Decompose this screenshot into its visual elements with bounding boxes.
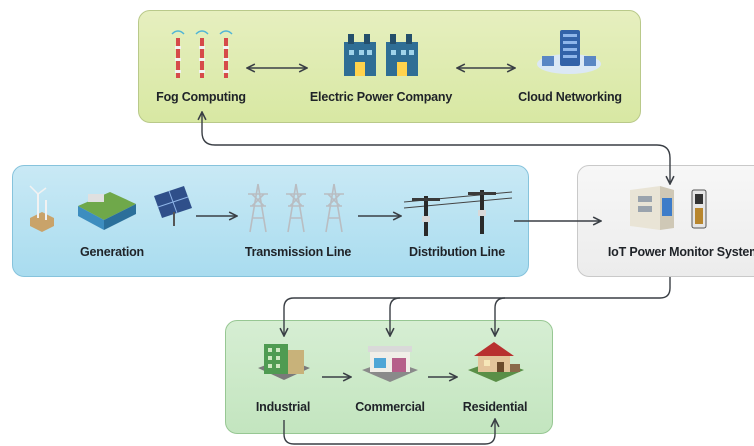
commercial-store-icon	[362, 346, 418, 382]
power-generation-icon	[29, 185, 192, 232]
iot-power-monitor-label: IoT Power Monitor System	[607, 245, 754, 259]
fog-computing-towers-icon	[171, 30, 233, 78]
cloud-networking-label: Cloud Networking	[518, 90, 622, 104]
electrical-panel-icon	[630, 186, 707, 230]
cloud-server-icon	[537, 30, 601, 74]
industrial-building-icon	[258, 344, 310, 380]
electric-power-company-label: Electric Power Company	[309, 90, 453, 104]
fog-computing-label: Fog Computing	[156, 90, 246, 104]
generation-label: Generation	[80, 245, 144, 259]
transmission-tower-icon	[248, 183, 344, 233]
commercial-label: Commercial	[355, 400, 425, 414]
residential-house-icon	[468, 342, 524, 382]
utility-pole-icon	[403, 190, 513, 236]
residential-label: Residential	[462, 400, 528, 414]
distribution-line-label: Distribution Line	[409, 245, 505, 259]
power-company-buildings-icon	[344, 34, 418, 76]
transmission-line-label: Transmission Line	[244, 245, 352, 259]
industrial-label: Industrial	[255, 400, 311, 414]
